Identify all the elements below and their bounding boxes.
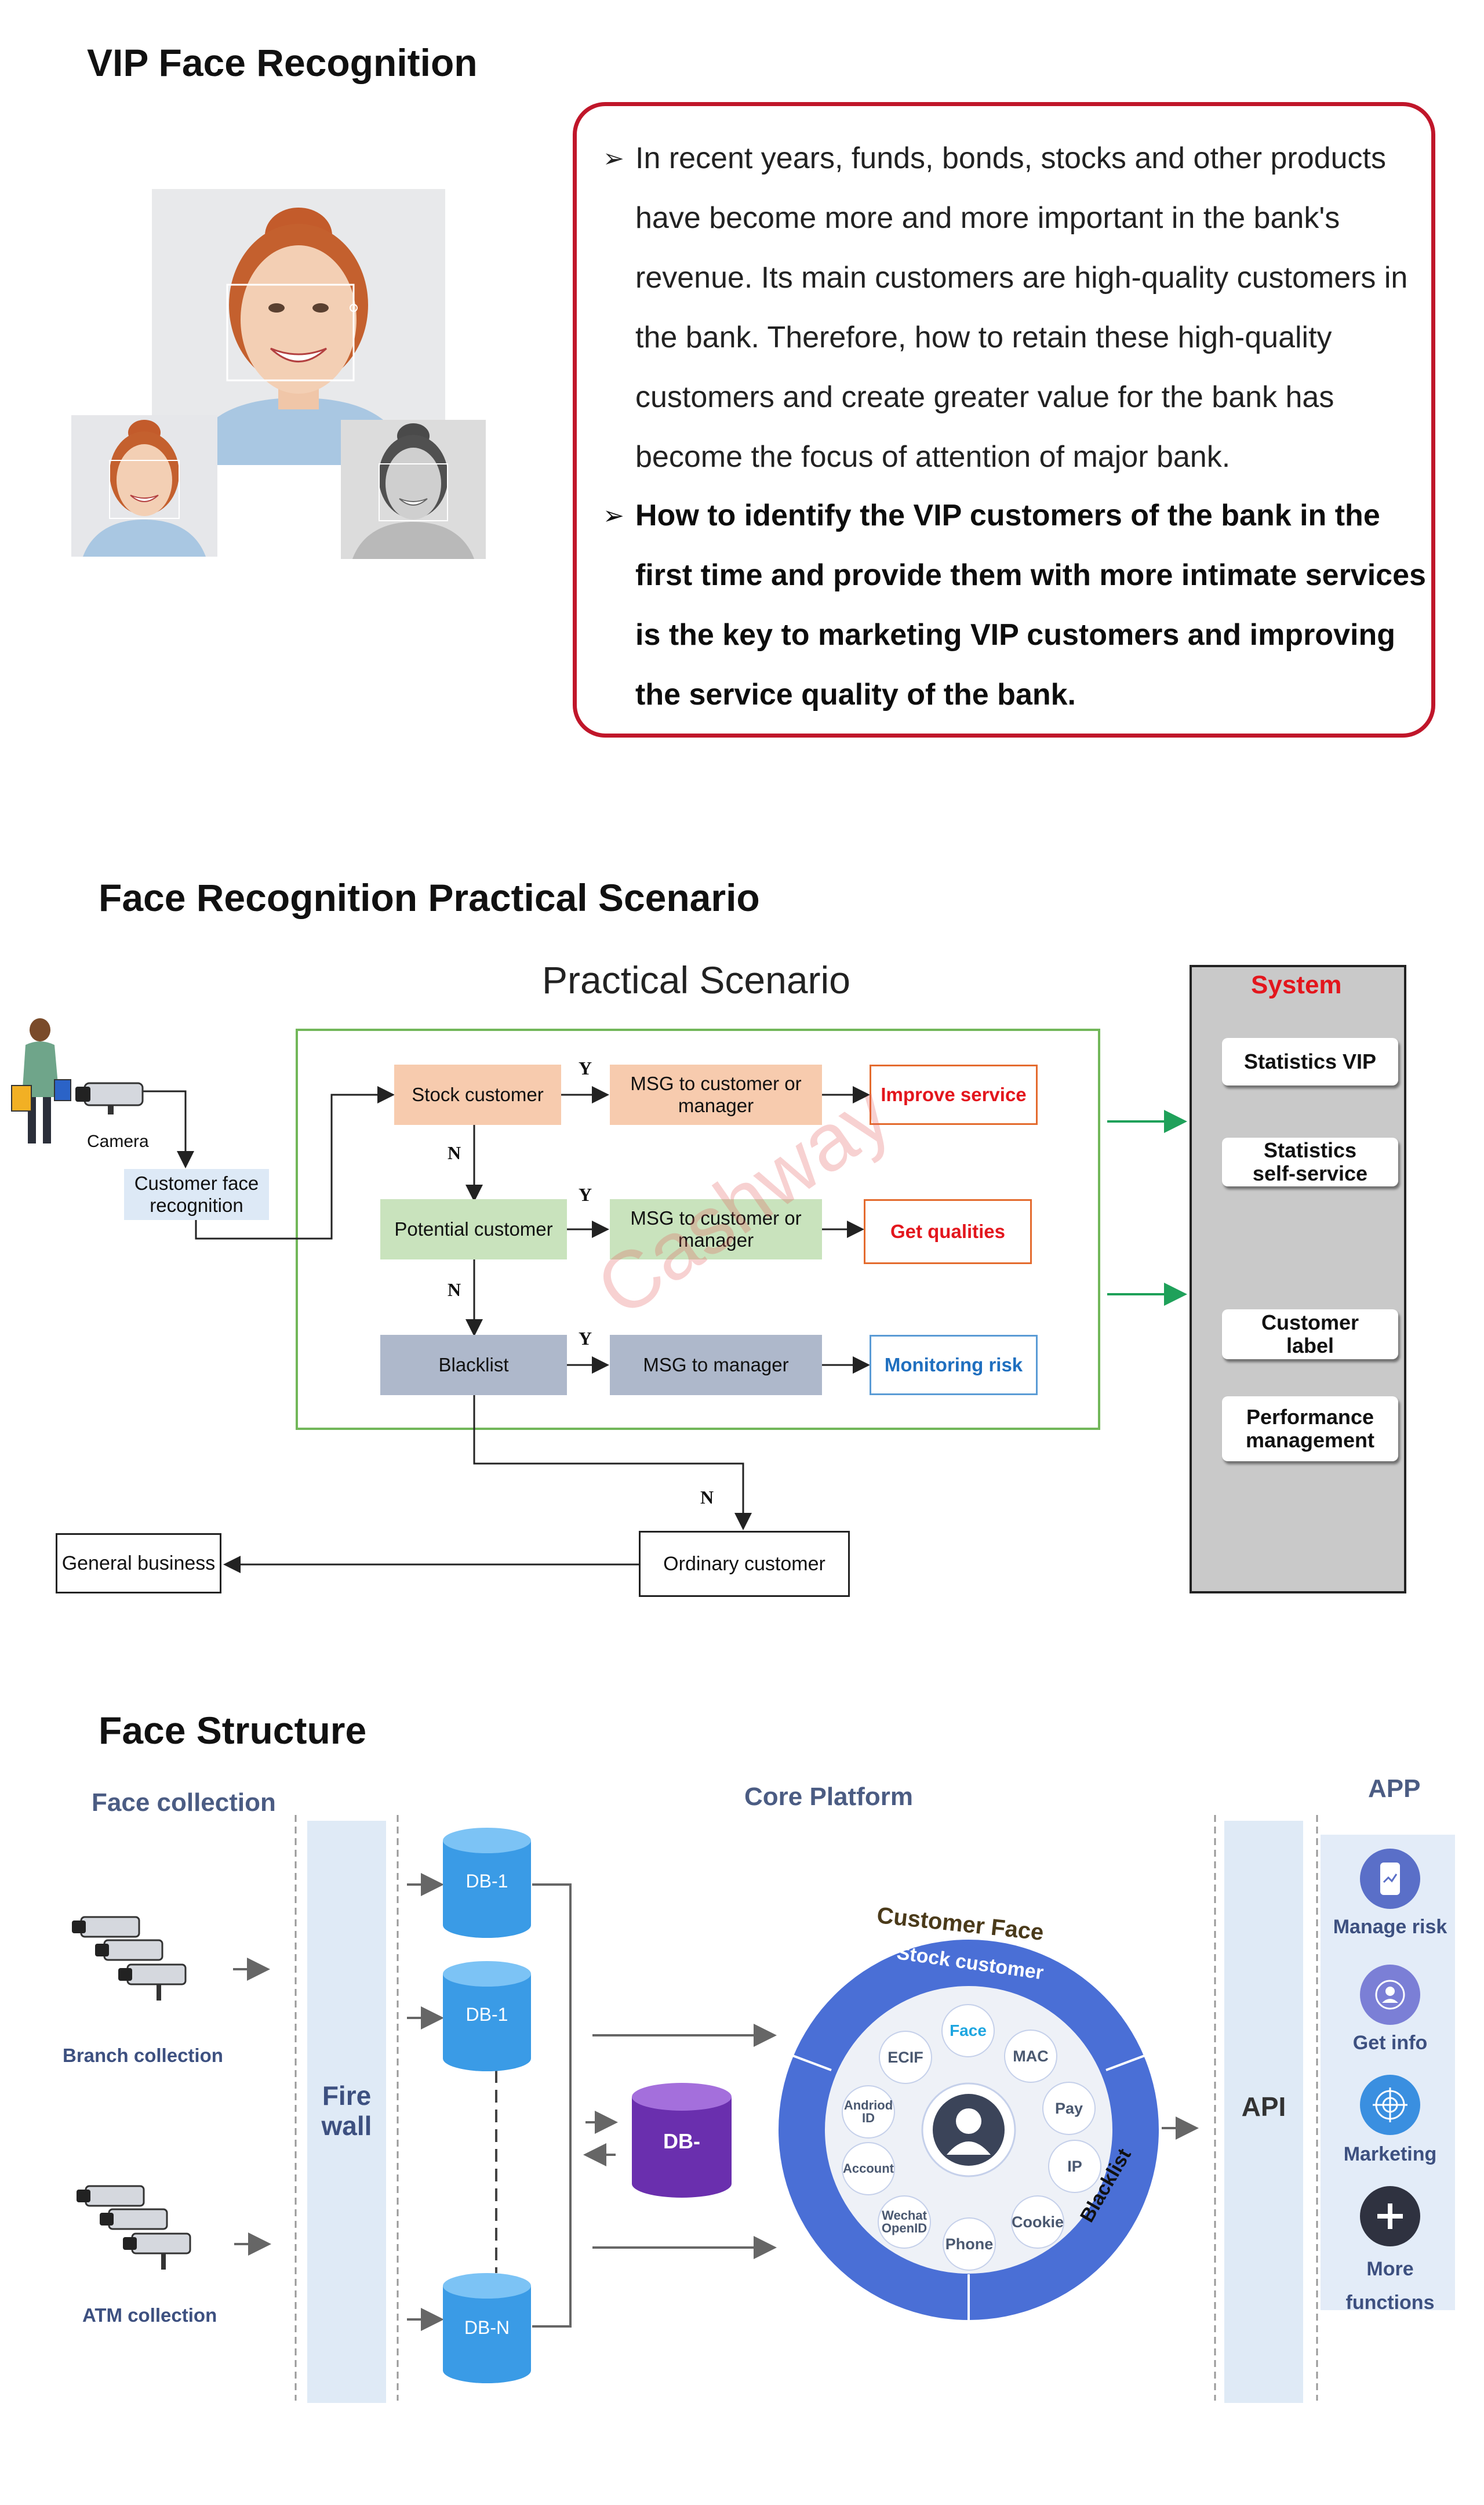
db-1a-cylinder (443, 1828, 531, 1938)
marketing-icon[interactable] (1360, 2075, 1420, 2135)
scenario-section-title: Face Recognition Practical Scenario (99, 876, 760, 919)
get-info-icon[interactable] (1360, 1965, 1420, 2025)
app-heading: APP (1368, 1774, 1421, 1803)
yes-label-1: Y (579, 1058, 592, 1079)
arrow-bullet-icon: ➢ (603, 502, 624, 530)
branch-camera-icons (72, 1916, 187, 2001)
customer-label-item: Customer label (1222, 1309, 1398, 1359)
customer-person-icon (11, 1018, 71, 1143)
api-label: API (1241, 2092, 1286, 2122)
api-column (1224, 1821, 1303, 2403)
get-info-label: Get info (1352, 2032, 1428, 2054)
structure-section-title: Face Structure (99, 1709, 367, 1752)
main-db-cylinder (632, 2083, 732, 2198)
atm-collection-label: ATM collection (82, 2304, 217, 2326)
more-functions-label: More functions (1345, 2258, 1435, 2314)
camera-icon (75, 1082, 144, 1114)
db-1b-cylinder (443, 1961, 531, 2071)
chip-mac: MAC (1004, 2030, 1057, 2083)
main-db-label: DB- (663, 2129, 700, 2153)
msg-customer-manager-1: MSG to customer or manager (610, 1065, 822, 1125)
bullet-2: ➢ How to identify the VIP customers of t… (603, 486, 1426, 729)
blacklist-box: Blacklist (380, 1335, 567, 1395)
branch-collection-label: Branch collection (63, 2045, 223, 2066)
firewall-label: Fire wall (321, 2081, 372, 2141)
ordinary-customer-box: Ordinary customer (639, 1531, 850, 1597)
firewall-column (307, 1821, 386, 2403)
chip-ip: IP (1048, 2140, 1101, 2193)
description-box (573, 102, 1435, 738)
db-1b-label: DB-1 (465, 2004, 508, 2025)
customer-face-recognition-box: Customer face recognition (124, 1169, 269, 1220)
chip-pay: Pay (1042, 2082, 1096, 2135)
more-functions-icon[interactable] (1360, 2186, 1420, 2246)
statistics-vip-item: Statistics VIP (1222, 1038, 1398, 1086)
bullet-1: ➢ In recent years, funds, bonds, stocks … (603, 129, 1414, 474)
atm-camera-icons (77, 2185, 191, 2270)
yes-label-2: Y (579, 1184, 592, 1205)
msg-manager-box: MSG to manager (610, 1335, 822, 1395)
small-face-photo-gray (341, 420, 486, 559)
performance-management-item: Performance management (1222, 1396, 1398, 1461)
core-platform-heading: Core Platform (744, 1782, 913, 1811)
face-collection-heading: Face collection (92, 1788, 276, 1817)
msg-customer-manager-2: MSG to customer or manager (610, 1199, 822, 1259)
db-1a-label: DB-1 (465, 1871, 508, 1892)
scenario-connectors (139, 1029, 1187, 1573)
no-label-3: N (700, 1487, 714, 1508)
statistics-self-service-item: Statistics self-service (1222, 1138, 1398, 1186)
chip-face: Face (941, 2004, 995, 2057)
small-face-photo-color (71, 415, 217, 557)
no-label-1: N (448, 1142, 461, 1163)
general-business-box: General business (56, 1533, 221, 1593)
arrow-bullet-icon: ➢ (603, 144, 624, 173)
db-n-label: DB-N (464, 2317, 510, 2338)
chip-wechat-openid: Wechat OpenID (878, 2195, 931, 2249)
chip-ecif: ECIF (879, 2031, 932, 2084)
potential-customer-box: Potential customer (380, 1199, 567, 1259)
chip-andriod-id: Andriod ID (842, 2085, 895, 2139)
chip-cookie: Cookie (1011, 2195, 1064, 2249)
get-qualities-box: Get qualities (864, 1199, 1032, 1264)
manage-risk-label: Manage risk (1333, 1916, 1447, 1938)
bullet-1-text: In recent years, funds, bonds, stocks an… (635, 141, 1408, 474)
no-label-2: N (448, 1279, 461, 1300)
db-n-cylinder (443, 2273, 531, 2383)
diagram-title: Practical Scenario (542, 959, 850, 1001)
marketing-label: Marketing (1343, 2143, 1437, 2165)
system-title: System (1251, 971, 1342, 999)
chip-phone: Phone (943, 2217, 996, 2271)
manage-risk-icon[interactable] (1360, 1849, 1420, 1909)
camera-label: Camera (87, 1132, 149, 1151)
bullet-2-text: How to identify the VIP customers of the… (635, 499, 1426, 711)
structure-connectors (233, 1815, 1318, 2401)
monitoring-risk-box: Monitoring risk (870, 1335, 1038, 1395)
yes-label-3: Y (579, 1328, 592, 1349)
improve-service-box: Improve service (870, 1065, 1038, 1125)
chip-account: Account (842, 2142, 895, 2195)
vip-section-title: VIP Face Recognition (87, 41, 478, 84)
stock-customer-box: Stock customer (394, 1065, 561, 1125)
